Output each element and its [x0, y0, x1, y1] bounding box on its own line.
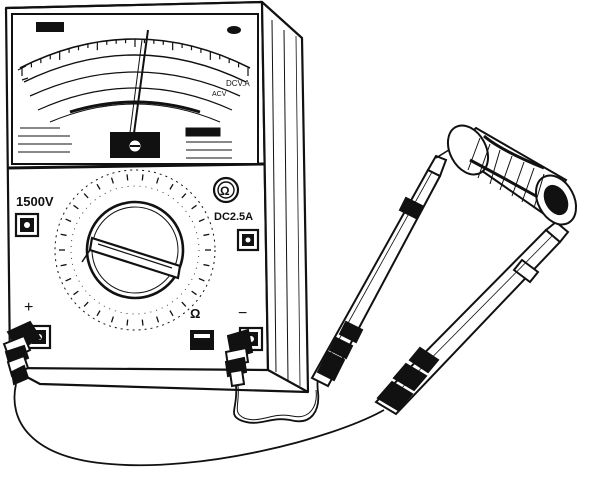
- label-dc25a: DC2.5A: [214, 211, 253, 223]
- range-mark: [126, 319, 129, 326]
- range-mark: [203, 263, 210, 267]
- range-mark: [65, 277, 72, 282]
- range-mark: [181, 301, 187, 307]
- range-mark: [169, 310, 174, 317]
- svg-text:Ω: Ω: [220, 184, 230, 198]
- range-mark: [156, 177, 160, 184]
- scale-label-dcv: DCV.A: [226, 79, 250, 88]
- label-1500v: 1500V: [16, 194, 54, 209]
- range-mark: [83, 193, 89, 199]
- range-mark: [198, 218, 205, 223]
- probe-upper[interactable]: [310, 147, 453, 388]
- range-mark: [73, 290, 79, 296]
- brand-plate: [36, 22, 64, 32]
- plug-right[interactable]: [224, 328, 254, 388]
- component-under-test: [446, 124, 578, 226]
- range-selector-scale: [54, 169, 216, 331]
- label-plus: +: [24, 299, 33, 316]
- range-mark: [203, 233, 210, 237]
- range-mark: [191, 290, 197, 296]
- range-mark: [169, 183, 174, 190]
- meter-needle: [131, 29, 149, 149]
- range-mark: [198, 277, 205, 282]
- range-mark: [156, 316, 160, 323]
- range-mark: [65, 218, 72, 223]
- jack-1500v[interactable]: [14, 212, 40, 238]
- range-mark: [96, 183, 101, 190]
- range-mark: [60, 263, 67, 267]
- range-mark: [141, 174, 144, 181]
- jack-dc25a[interactable]: [236, 228, 260, 252]
- range-mark: [126, 174, 129, 181]
- scale-ticks: [21, 39, 249, 76]
- range-mark: [83, 301, 89, 307]
- spec-text-right: [185, 127, 232, 159]
- probe-lower[interactable]: [374, 209, 571, 416]
- ohm-adjust-knob[interactable]: Ω: [212, 176, 240, 204]
- scale-label-acv: ACV: [212, 91, 227, 98]
- range-mark: [73, 204, 79, 210]
- range-mark: [181, 193, 187, 199]
- range-mark: [60, 233, 67, 237]
- label-ohm-range: Ω: [190, 306, 200, 321]
- label-minus: −: [238, 305, 247, 322]
- range-selector-knob[interactable]: [81, 200, 185, 300]
- range-marks: [59, 174, 211, 326]
- range-mark: [110, 177, 114, 184]
- range-mark: [141, 319, 144, 326]
- plug-left[interactable]: [2, 320, 42, 386]
- meter-display: DCV.A ACV: [11, 13, 259, 165]
- range-mark: [191, 204, 197, 210]
- transistor-socket: [190, 330, 214, 350]
- spec-text-left: [18, 127, 72, 153]
- logo-mark: [227, 26, 241, 34]
- range-mark: [110, 316, 114, 323]
- range-mark: [96, 310, 101, 317]
